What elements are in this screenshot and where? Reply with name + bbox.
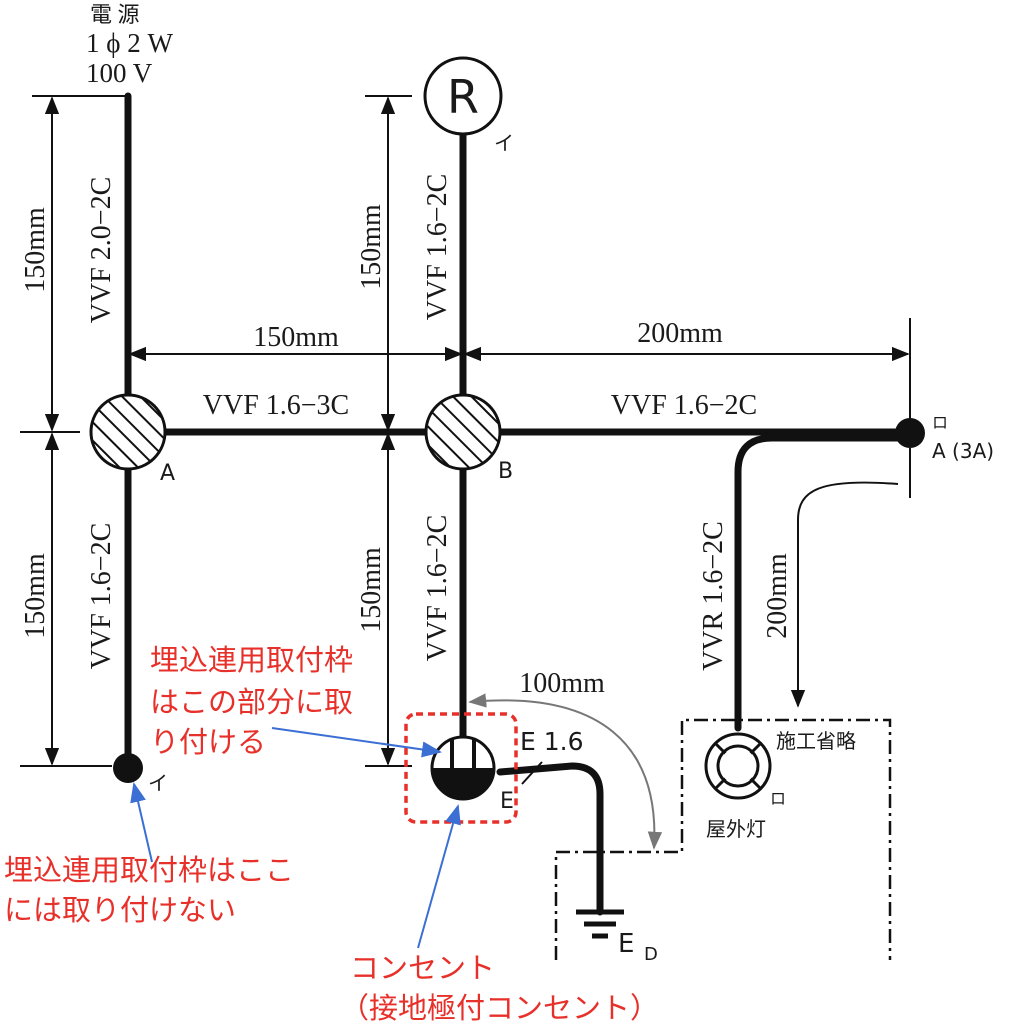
ceiling-light-label: R [447, 70, 479, 124]
cable-left-bottom: VVF 1.6−2C [86, 523, 117, 669]
earth-ground-icon [576, 909, 624, 939]
annotation-frame-here-line2: はこの部分に取 [150, 685, 353, 719]
annotation-outlet-line2: （接地極付コンセント） [340, 991, 659, 1025]
outdoor-light-ro-label: ロ [770, 789, 786, 808]
dimension-lines [20, 95, 911, 850]
switch-i-label: イ [148, 771, 168, 795]
power-source-label: 電 源 [90, 2, 140, 27]
switch-ro-rating: A (3A) [932, 439, 994, 463]
wires [124, 92, 914, 916]
annotation-outlet-line1: コンセント [350, 951, 495, 985]
dim-left-bottom: 150mm [20, 553, 51, 639]
dim-left-top: 150mm [20, 207, 51, 293]
cable-vvr: VVR 1.6−2C [698, 521, 729, 671]
dim-mid-top: 150mm [356, 204, 387, 290]
annotation-frame-here-line1: 埋込連用取付枠 [150, 643, 353, 677]
outdoor-light-icon [704, 732, 772, 800]
cable-mid-top: VVF 1.6−2C [422, 174, 453, 320]
earth-ed-sub-label: D [644, 944, 658, 965]
junction-box-a [89, 393, 167, 471]
omit-boundary [554, 718, 892, 960]
dim-horizontal-150: 150mm [253, 322, 339, 353]
omit-label: 施工省略 [776, 729, 856, 753]
dim-100: 100mm [519, 668, 605, 699]
power-phase-label: 1 ϕ 2 W [86, 28, 173, 58]
dim-horizontal-200: 200mm [637, 318, 723, 349]
outlet-e-label: E [500, 789, 514, 814]
annotation-frame-here-line3: り付ける [150, 725, 266, 759]
junction-box-a-label: A [160, 461, 175, 486]
ceiling-light-icon [423, 56, 503, 136]
wire-vvr [734, 434, 902, 732]
switch-ro-label: ロ [932, 413, 948, 432]
switch-i-icon [113, 753, 143, 783]
junction-box-b [424, 393, 502, 471]
switch-ro-icon [895, 418, 925, 448]
cable-b-to-switch: VVF 1.6−2C [611, 390, 757, 421]
dim-mid-bottom: 150mm [356, 547, 387, 633]
junction-box-b-label: B [498, 459, 513, 484]
outdoor-light-label: 屋外灯 [706, 817, 766, 841]
cable-mid-bottom: VVF 1.6−2C [422, 515, 453, 661]
dim-vertical-200: 200mm [762, 553, 793, 639]
outlet-highlight-frame [404, 712, 518, 824]
earth-leader-line [521, 761, 543, 785]
annotation-frame-not-line1: 埋込連用取付枠はここ [4, 853, 294, 887]
earth-ed-label: E [618, 929, 634, 959]
annotation-frame-not-line2: には取り付けない [4, 893, 236, 927]
power-voltage-label: 100 V [86, 58, 153, 88]
blue-arrows [130, 727, 461, 949]
cable-left-top: VVF 2.0−2C [86, 177, 117, 323]
ceiling-light-i-label: イ [494, 131, 514, 155]
grounded-outlet-icon [430, 735, 496, 801]
cable-a-to-b: VVF 1.6−3C [203, 390, 349, 421]
cable-earth-label: E 1.6 [520, 727, 584, 756]
